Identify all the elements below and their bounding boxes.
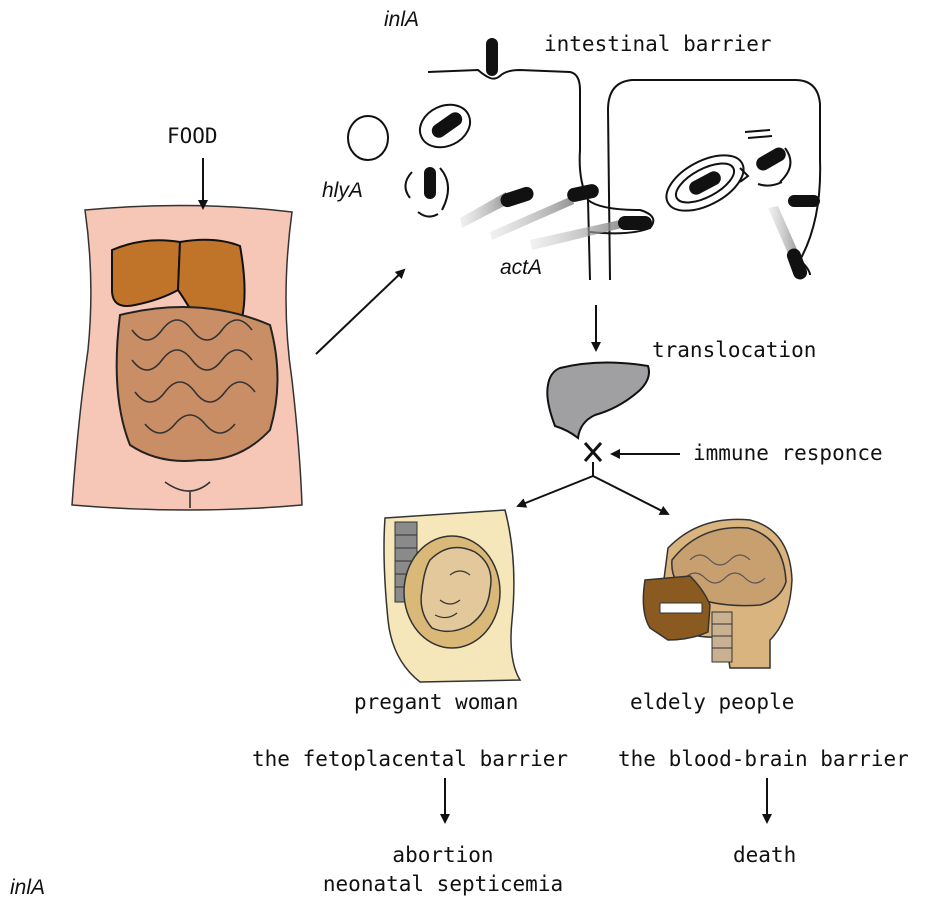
bacterium-actin-1 xyxy=(499,185,536,209)
bacteria xyxy=(348,38,820,281)
outcome-septicemia-label: neonatal septicemia xyxy=(313,872,573,896)
inla-top-label: inlA xyxy=(384,8,419,32)
outcome-abortion-label: abortion xyxy=(343,843,543,867)
bacterium-actin-3 xyxy=(618,216,652,230)
acta-label: actA xyxy=(500,256,542,280)
epithelium-left-cell xyxy=(428,70,590,280)
food-label: FOOD xyxy=(167,124,218,148)
outcome-death-label: death xyxy=(733,843,796,867)
pregnant-woman-label: pregant woman xyxy=(354,690,518,714)
bacterium-in-vacuole xyxy=(429,110,465,141)
pregnant-woman-illustration xyxy=(384,510,520,682)
bacterium-double-vacuole xyxy=(687,169,724,197)
translocation-label: translocation xyxy=(652,338,816,362)
liver-icon xyxy=(547,362,649,438)
split-arrow-right xyxy=(593,476,668,514)
bacterium-released-1 xyxy=(754,145,789,173)
fetoplacental-barrier-label: the fetoplacental barrier xyxy=(252,747,568,771)
elderly-head-illustration xyxy=(643,519,792,668)
bacterium-released-3 xyxy=(785,247,809,282)
blood-brain-barrier-label: the blood-brain barrier xyxy=(618,747,909,771)
hlya-label: hlyA xyxy=(322,179,363,203)
intestinal-barrier-illustration xyxy=(428,70,820,280)
inla-bottom-label: inlA xyxy=(10,876,45,900)
actin-tail-3 xyxy=(530,220,622,250)
actin-tail-1 xyxy=(460,192,508,228)
bacterium-escaping xyxy=(424,167,436,199)
empty-vacuole xyxy=(348,116,388,160)
immune-response-label: immune responce xyxy=(693,441,883,465)
bacterium-actin-2 xyxy=(566,183,600,203)
bacterium-released-2 xyxy=(788,195,820,207)
bacterium-surface xyxy=(486,38,498,76)
intestinal-barrier-label: intestinal barrier xyxy=(544,32,772,56)
entry-arrow xyxy=(316,270,404,354)
abdomen-illustration xyxy=(72,205,302,510)
split-arrow-left xyxy=(518,476,593,506)
teeth xyxy=(660,603,702,613)
cervical-spine xyxy=(712,612,732,662)
small-intestine xyxy=(117,307,278,461)
block-x-mark xyxy=(585,443,601,461)
elderly-people-label: eldely people xyxy=(630,690,794,714)
